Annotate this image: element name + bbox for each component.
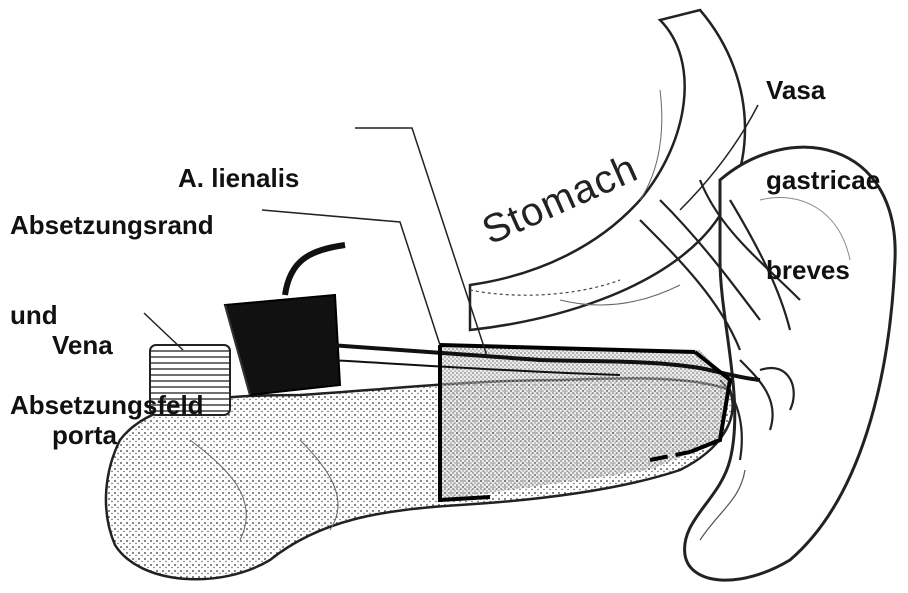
label-vasa-line-1: Vasa [766,75,880,105]
label-vena-porta: Vena porta [52,270,117,510]
label-vasa-gastricae: Vasa gastricae breves [766,15,880,345]
label-vena-porta-line-2: porta [52,420,117,450]
clamp-block [225,245,345,395]
label-vasa-line-2: gastricae [766,165,880,195]
leader-a-lienalis [355,128,487,356]
label-vasa-line-3: breves [766,255,880,285]
label-vena-porta-line-1: Vena [52,330,117,360]
label-absetzungsrand-line-1: Absetzungsrand [10,210,214,240]
